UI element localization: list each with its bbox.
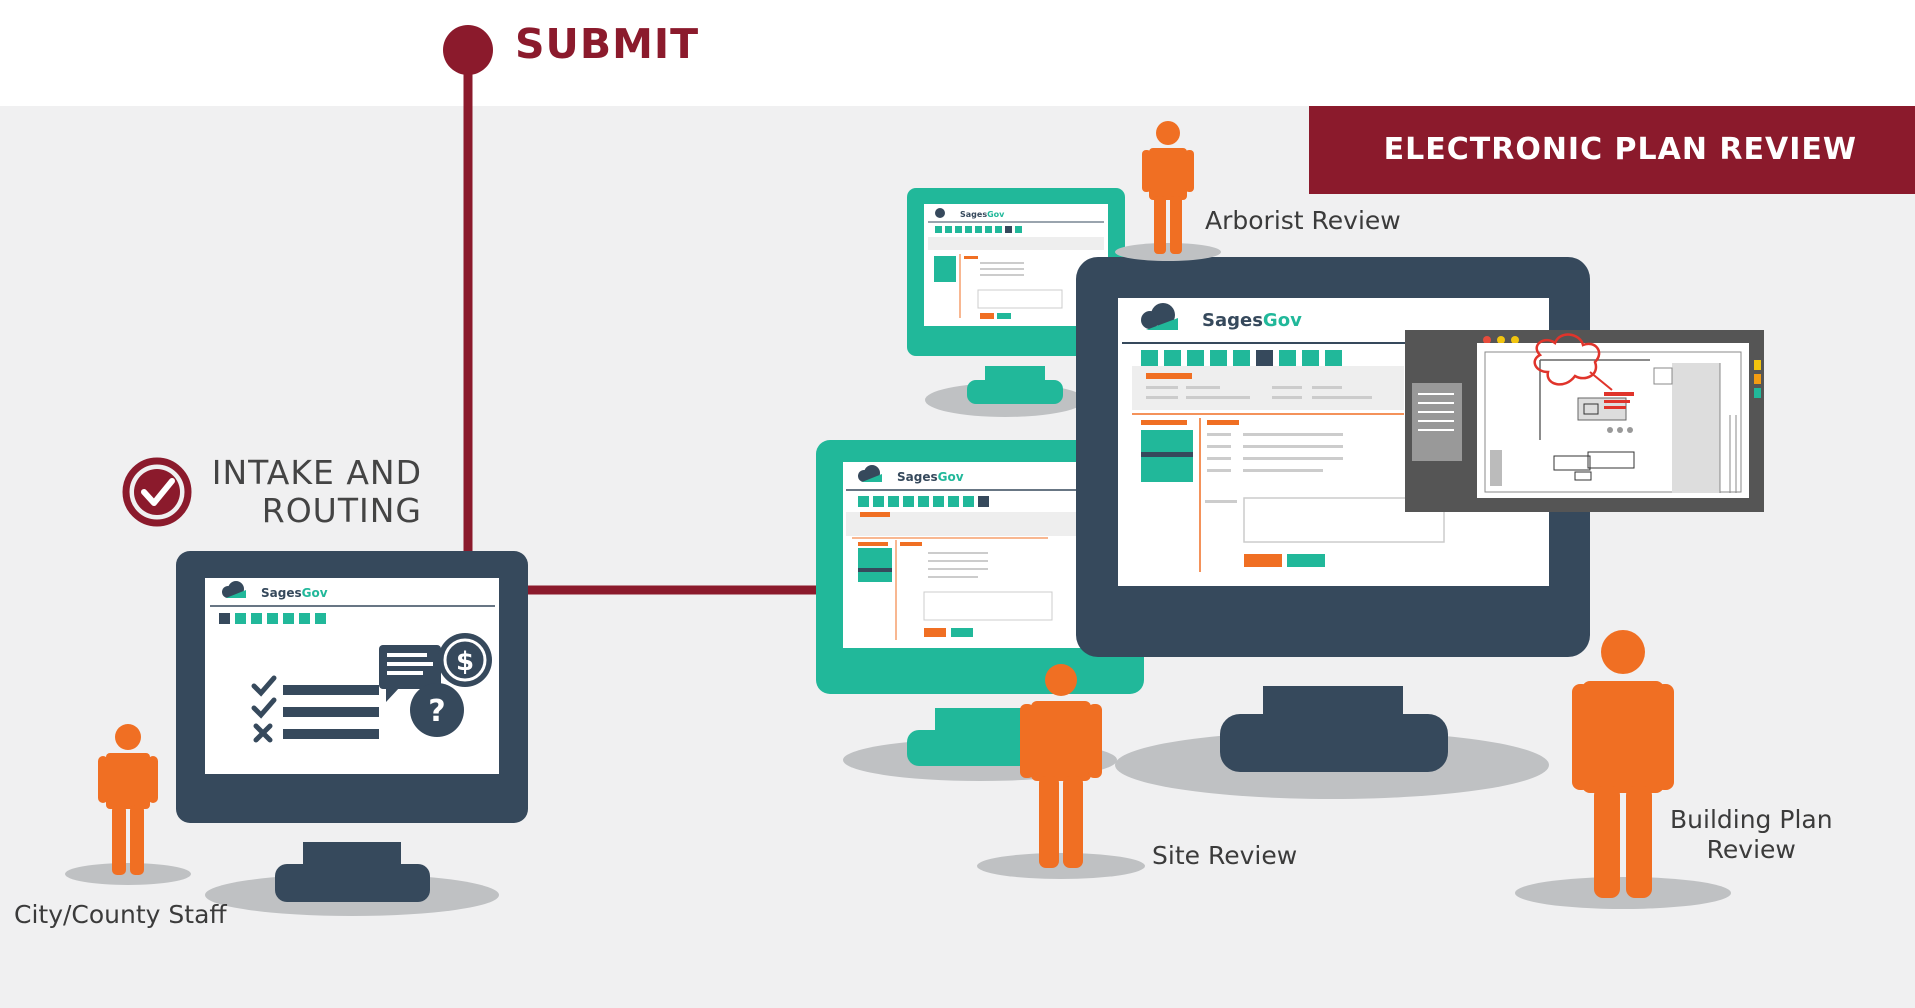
sagesgov-logo-icon [222, 581, 246, 598]
checklist-icon [251, 675, 379, 743]
banner-title: ELECTRONIC PLAN REVIEW [1383, 132, 1857, 167]
intake-monitor: SagesGov $ [176, 551, 528, 916]
brand-name: SagesGov [1202, 310, 1302, 331]
submit-flow-line [443, 25, 830, 595]
electronic-plan-review-banner: ELECTRONIC PLAN REVIEW [1309, 106, 1915, 194]
brand-name: SagesGov [960, 210, 1005, 219]
svg-text:$: $ [456, 647, 474, 677]
site-toolbar [858, 496, 989, 507]
arborist-toolbar [935, 226, 1022, 233]
floor-plan-drawing [1484, 333, 1742, 493]
chat-bubble-icon [379, 645, 441, 702]
building-person-icon [1515, 630, 1731, 909]
staff-label: City/County Staff [14, 900, 227, 929]
intake-line-1: INTAKE AND [211, 453, 422, 492]
svg-text:?: ? [428, 694, 445, 729]
intake-line-2: ROUTING [261, 491, 422, 530]
site-label: Site Review [1152, 841, 1298, 870]
site-person-icon [977, 664, 1145, 879]
dollar-icon: $ [438, 633, 492, 687]
brand-name: SagesGov [261, 586, 328, 600]
submit-node [443, 25, 493, 75]
check-circle-icon [122, 457, 192, 527]
building-label: Building Plan Review [1670, 805, 1833, 865]
staff-person-icon [65, 724, 191, 885]
sagesgov-logo-icon [858, 465, 882, 482]
arborist-label: Arborist Review [1205, 206, 1401, 235]
intake-toolbar [219, 613, 326, 624]
arborist-person-icon [1115, 121, 1221, 261]
building-label-line-2: Review [1706, 835, 1796, 864]
plan-viewer-window [1405, 330, 1764, 512]
submit-title: SUBMIT [515, 20, 700, 68]
brand-name: SagesGov [897, 470, 964, 484]
question-icon: ? [410, 683, 464, 737]
intake-routing-heading: INTAKE AND ROUTING [212, 454, 422, 530]
building-toolbar [1141, 350, 1342, 367]
building-label-line-1: Building Plan [1670, 805, 1833, 834]
sagesgov-logo-icon [1141, 303, 1178, 330]
